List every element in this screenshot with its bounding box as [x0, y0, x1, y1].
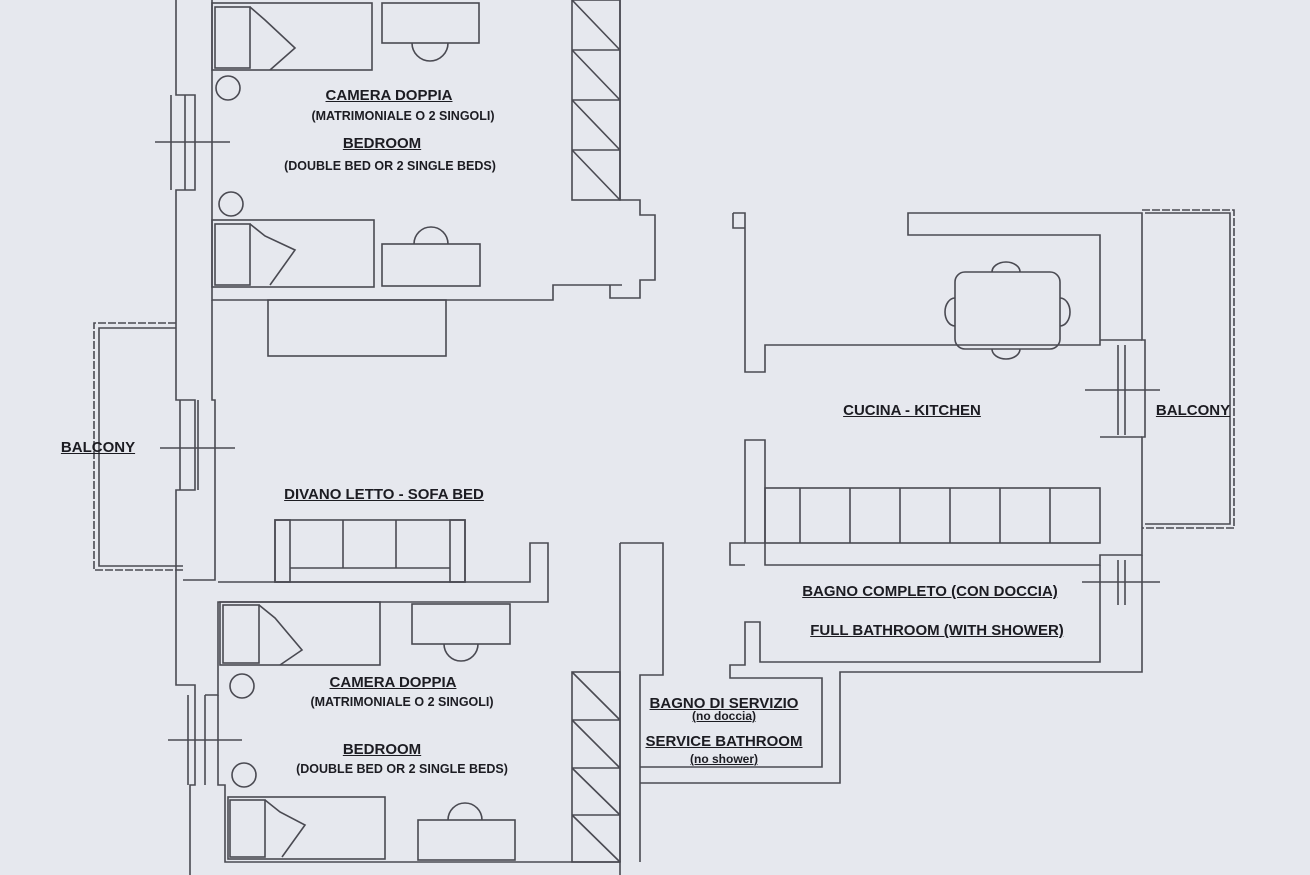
bedroom-bottom-name-it: CAMERA DOPPIA	[329, 674, 457, 691]
bedroom-top-name-en: BEDROOM	[342, 135, 422, 152]
bedroom-bottom-name-en: BEDROOM	[342, 741, 422, 758]
balcony-right-label: BALCONY	[1155, 402, 1231, 419]
windows	[155, 95, 1160, 785]
outer-walls	[175, 0, 664, 875]
full-bathroom-name-it: BAGNO COMPLETO (CON DOCCIA)	[802, 583, 1058, 600]
bottom-bedroom-furniture	[219, 601, 621, 863]
bedroom-bottom-detail-en: (DOUBLE BED OR 2 SINGLE BEDS)	[296, 762, 508, 776]
bedroom-top-name-it: CAMERA DOPPIA	[325, 87, 453, 104]
sofa-bed-label: DIVANO LETTO - SOFA BED	[284, 486, 484, 503]
service-bathroom-name-en: SERVICE BATHROOM	[645, 733, 803, 750]
kitchen-furniture	[764, 261, 1101, 544]
service-bathroom-note-it: (no doccia)	[691, 709, 757, 723]
top-bedroom-furniture	[211, 0, 621, 288]
living-furniture	[267, 299, 466, 583]
bedroom-bottom-detail-it: (MATRIMONIALE O 2 SINGOLI)	[310, 695, 494, 709]
kitchen-label: CUCINA - KITCHEN	[843, 402, 981, 419]
bedroom-top-detail-it: (MATRIMONIALE O 2 SINGOLI)	[311, 109, 495, 123]
balcony-left-outline	[93, 322, 183, 571]
balcony-left-label: BALCONY	[60, 439, 136, 456]
bedroom-top-detail-en: (DOUBLE BED OR 2 SINGLE BEDS)	[284, 159, 496, 173]
service-bathroom-note-en: (no shower)	[690, 752, 758, 766]
service-bathroom-name-it: BAGNO DI SERVIZIO	[649, 695, 799, 712]
kitchen-walls	[640, 209, 1235, 784]
full-bathroom-name-en: FULL BATHROOM (WITH SHOWER)	[810, 622, 1064, 639]
